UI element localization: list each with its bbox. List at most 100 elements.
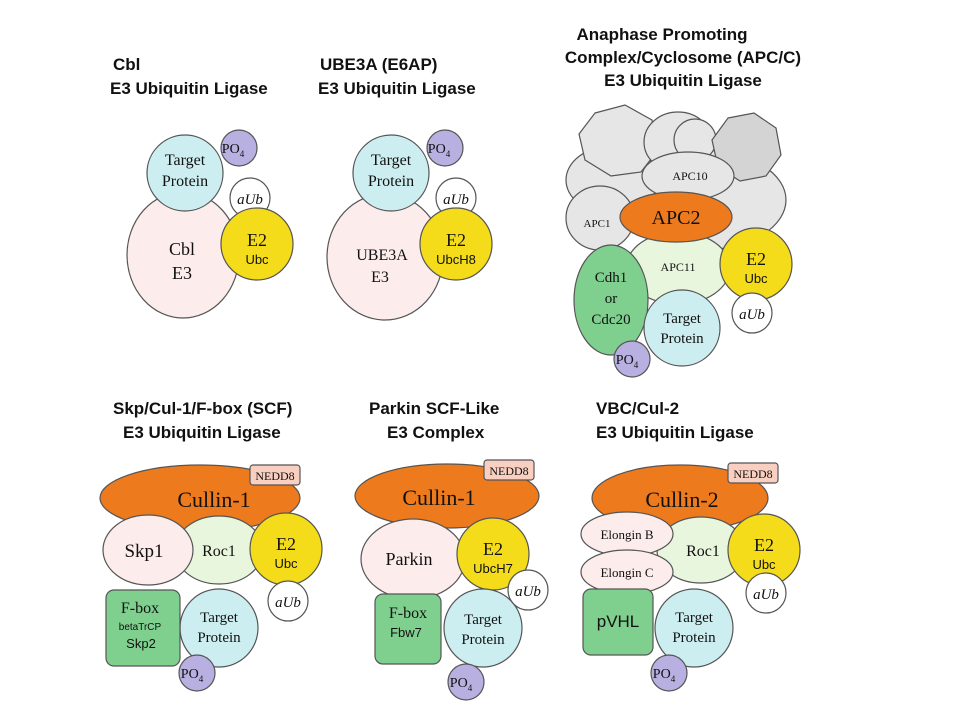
vbc-nedd8-node (727, 462, 779, 484)
scf-fbox-label-1: F-box (121, 600, 159, 617)
cbl-e2-label-1: E2 (247, 230, 267, 250)
vbc-e2-label-2: Ubc (752, 557, 776, 572)
cbl-e3-label-2: E3 (172, 263, 192, 283)
vbc-target-label-2: Protein (672, 630, 716, 646)
panel-cbl: Cbl E3 Ubiquitin Ligase Target Protein P… (110, 55, 294, 319)
panel-scf: Skp/Cul-1/F-box (SCF) E3 Ubiquitin Ligas… (99, 399, 323, 692)
apc11-label: APC11 (661, 260, 696, 274)
ube3a-e2-label-1: E2 (446, 230, 466, 250)
ube3a-po4-node (426, 129, 464, 167)
scf-po4-node (178, 654, 216, 692)
scf-nedd8-label: NEDD8 (255, 469, 294, 483)
scf-fbox-node (105, 589, 181, 667)
parkin-aub-node (507, 569, 549, 611)
scf-fbox-label-3: Skp2 (126, 636, 156, 651)
apc-title-line3: E3 Ubiquitin Ligase (604, 71, 762, 90)
parkin-fbox-label-2: Fbw7 (390, 625, 422, 640)
cbl-title-line2: E3 Ubiquitin Ligase (110, 79, 268, 98)
apc2-node (619, 191, 733, 243)
parkin-fbox-label-1: F-box (389, 605, 427, 622)
cbl-e3-label-1: Cbl (169, 239, 195, 259)
cbl-target-protein-node (146, 134, 224, 212)
scf-fbox-label-2: betaTrCP (119, 622, 162, 633)
parkin-target-label-1: Target (464, 612, 503, 628)
apc2-label: APC2 (652, 207, 701, 229)
ube3a-e3-label-1: UBE3A (356, 247, 408, 264)
apc-po4-label: PO4 (616, 353, 639, 370)
parkin-nedd8-label: NEDD8 (489, 464, 528, 478)
apc1-label: APC1 (584, 218, 611, 230)
scf-title-line2: E3 Ubiquitin Ligase (123, 423, 281, 442)
panel-parkin: Parkin SCF-Like E3 Complex NEDD8 Cullin-… (354, 399, 549, 701)
scf-e2-label-1: E2 (276, 534, 296, 554)
apc-po4-node (613, 340, 651, 378)
vbc-nedd8-label: NEDD8 (733, 467, 772, 481)
apc-title-line2: Complex/Cyclosome (APC/C) (565, 48, 801, 67)
scf-po4-label: PO4 (181, 667, 204, 684)
vbc-pvhl-label: pVHL (597, 612, 640, 631)
cbl-po4-label: PO4 (222, 142, 245, 159)
apc-aub-label: aUb (739, 307, 765, 323)
cbl-target-label-2: Protein (162, 173, 208, 190)
ube3a-title-line2: E3 Ubiquitin Ligase (318, 79, 476, 98)
scf-title-line1: Skp/Cul-1/F-box (SCF) (113, 399, 292, 418)
panel-ube3a: UBE3A (E6AP) E3 Ubiquitin Ligase Target … (318, 55, 493, 321)
apc-octagon-subunit-right (711, 112, 782, 182)
scf-target-label-2: Protein (197, 630, 241, 646)
vbc-e2-label-1: E2 (754, 535, 774, 555)
cbl-title-line1: Cbl (113, 55, 140, 74)
apc-e2-label-2: Ubc (744, 271, 768, 286)
parkin-cullin-label: Cullin-1 (402, 485, 475, 510)
vbc-aub-label: aUb (753, 587, 779, 603)
vbc-title-line1: VBC/Cul-2 (596, 399, 679, 418)
parkin-e2-label-2: UbcH7 (473, 561, 513, 576)
parkin-nedd8-node (483, 459, 535, 481)
cbl-aub-label: aUb (237, 192, 263, 208)
parkin-po4-label: PO4 (450, 676, 473, 693)
apc-cdh-label-1: Cdh1 (595, 270, 628, 286)
scf-skp1-label: Skp1 (124, 541, 163, 562)
apc-cdh-label-2: or (605, 291, 618, 307)
ube3a-title-line1: UBE3A (E6AP) (320, 55, 437, 74)
apc-e2-label-1: E2 (746, 249, 766, 269)
vbc-elonginb-label: Elongin B (600, 527, 653, 542)
vbc-pvhl-node (582, 588, 654, 656)
vbc-po4-node (650, 654, 688, 692)
ube3a-e2-label-2: UbcH8 (436, 252, 476, 267)
ube3a-e2-node (419, 207, 493, 281)
apc-target-protein-node (643, 289, 721, 367)
scf-cullin-label: Cullin-1 (177, 487, 250, 512)
apc-cdh-label-3: Cdc20 (591, 312, 630, 328)
scf-e2-label-2: Ubc (274, 556, 298, 571)
parkin-po4-node (447, 663, 485, 701)
parkin-title-line2: E3 Complex (387, 423, 485, 442)
cbl-e2-node (220, 207, 294, 281)
vbc-roc1-label: Roc1 (686, 543, 720, 560)
vbc-po4-label: PO4 (653, 667, 676, 684)
ube3a-aub-label: aUb (443, 192, 469, 208)
parkin-aub-label: aUb (515, 584, 541, 600)
cbl-e2-label-2: Ubc (245, 252, 269, 267)
ube3a-target-label-1: Target (371, 152, 412, 169)
scf-target-label-1: Target (200, 610, 239, 626)
parkin-target-label-2: Protein (461, 632, 505, 648)
ube3a-target-protein-node (352, 134, 430, 212)
vbc-target-protein-node (654, 588, 734, 668)
apc-cdh1-cdc20-node (573, 244, 649, 356)
vbc-cullin-label: Cullin-2 (645, 487, 718, 512)
cbl-target-label-1: Target (165, 152, 206, 169)
parkin-fbox-node (374, 593, 442, 665)
panel-vbc: VBC/Cul-2 E3 Ubiquitin Ligase NEDD8 Cull… (580, 399, 801, 692)
apc-aub-node (731, 292, 773, 334)
vbc-title-line2: E3 Ubiquitin Ligase (596, 423, 754, 442)
parkin-title-line1: Parkin SCF-Like (369, 399, 499, 418)
apc-target-label-2: Protein (660, 331, 704, 347)
apc-octagon-subunit-left (578, 104, 659, 177)
parkin-label: Parkin (386, 549, 433, 569)
ube3a-po4-label: PO4 (428, 142, 451, 159)
parkin-e2-label-1: E2 (483, 539, 503, 559)
scf-aub-label: aUb (275, 595, 301, 611)
parkin-target-protein-node (443, 588, 523, 668)
cbl-po4-node (220, 129, 258, 167)
